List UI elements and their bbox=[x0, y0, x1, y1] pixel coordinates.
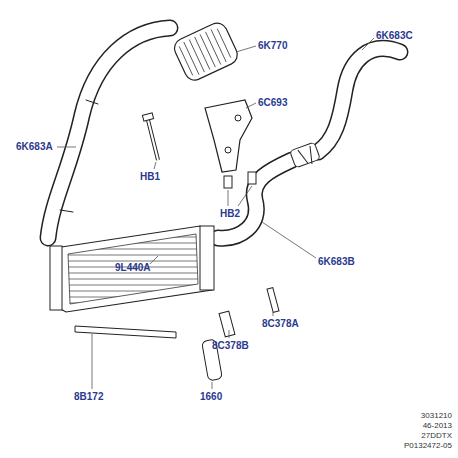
callout-number: HB1 bbox=[140, 171, 160, 182]
callout-number: 6K683B bbox=[318, 256, 355, 267]
callout-number: 6C693 bbox=[258, 97, 287, 108]
callout-number: HB2 bbox=[220, 208, 240, 219]
callout-number: 1660 bbox=[200, 391, 222, 402]
callout-number: 9L440A bbox=[115, 262, 151, 273]
reference-code: 3031210 bbox=[421, 411, 452, 420]
callout-number: 8C378A bbox=[262, 318, 299, 329]
callout-number: 8B172 bbox=[74, 391, 103, 402]
reference-code: P0132472-05 bbox=[404, 441, 452, 450]
callout-number: 6K683C bbox=[376, 30, 413, 41]
reference-code: 27DDTX bbox=[421, 431, 452, 440]
callout-number: 8C378B bbox=[212, 340, 249, 351]
reference-code: 46-2013 bbox=[423, 421, 452, 430]
callout-number: 6K683A bbox=[16, 141, 53, 152]
callout-number: 6K770 bbox=[258, 40, 287, 51]
